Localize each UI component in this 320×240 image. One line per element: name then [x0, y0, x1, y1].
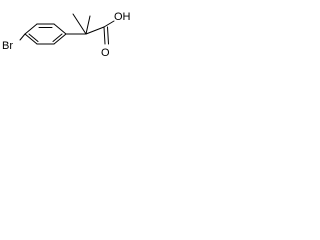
carbonyl-double-bond-a: [103, 26, 106, 45]
ring-double-bond-left: [28, 33, 39, 42]
quaternary-to-carboxyl-bond: [85, 26, 105, 35]
carbonyl-oxygen-label: O: [101, 47, 110, 59]
ring-bond-top-right: [53, 23, 67, 35]
ring-bond-bottom-left: [24, 33, 38, 45]
ring-bond-bottom-right: [53, 33, 67, 45]
methyl-bond-lower: [85, 15, 91, 35]
carboxyl-hydroxyl-bond: [103, 20, 115, 28]
methyl-bond-upper: [72, 13, 87, 35]
ring-double-bond-right: [52, 33, 63, 42]
hydroxyl-label: OH: [114, 11, 131, 23]
benzene-ring: [24, 23, 67, 45]
bromine-label: Br: [2, 40, 13, 52]
carbonyl-double-bond-b: [107, 26, 109, 45]
chemical-structure-diagram: Br O OH: [2, 11, 131, 59]
carbon-bromine-bond: [19, 33, 26, 41]
ring-bond-top-left: [24, 23, 38, 35]
